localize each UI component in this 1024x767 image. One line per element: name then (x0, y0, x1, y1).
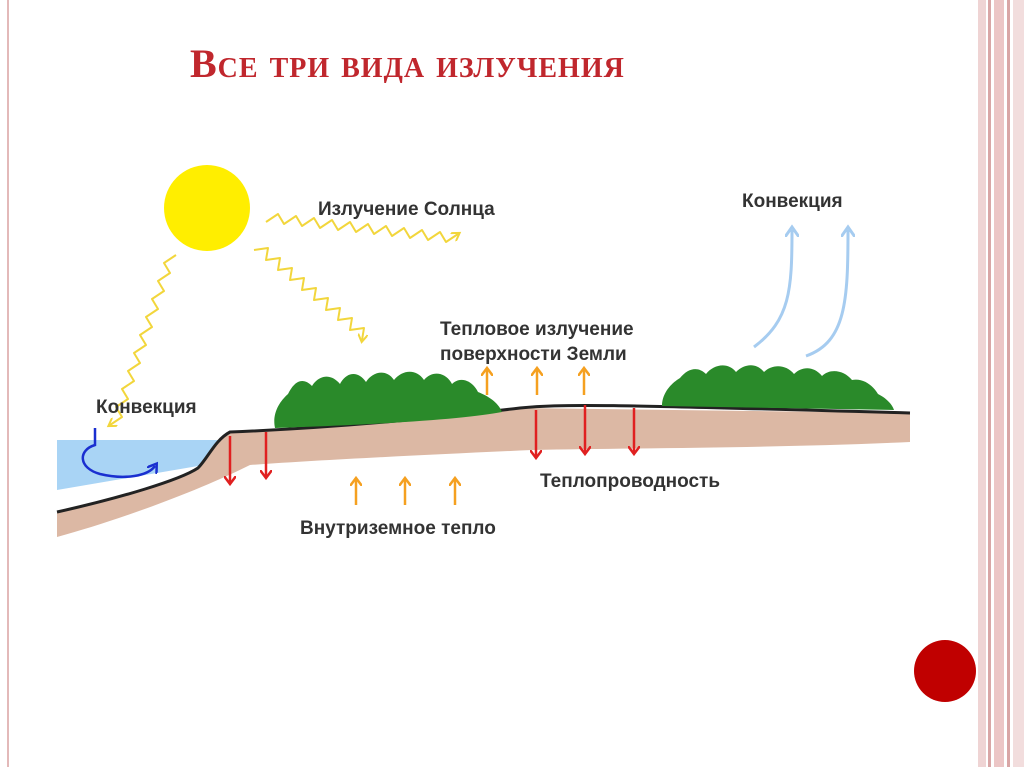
label-thermal-radiation-line2: поверхности Земли (440, 344, 627, 365)
label-internal-heat: Внутриземное тепло (300, 518, 496, 539)
sun-ray-middle (254, 248, 364, 340)
sun-icon (164, 165, 250, 251)
label-sun-radiation: Излучение Солнца (318, 199, 495, 220)
label-convection-air: Конвекция (742, 191, 843, 212)
forest-right (662, 365, 894, 410)
label-thermal-radiation-line1: Тепловое излучение (440, 319, 634, 340)
convection-air-arrow (806, 230, 848, 356)
slide-accent-dot (914, 640, 976, 702)
label-conductivity: Теплопроводность (540, 471, 720, 492)
label-convection-water: Конвекция (96, 397, 197, 418)
convection-air-arrow (754, 230, 792, 347)
